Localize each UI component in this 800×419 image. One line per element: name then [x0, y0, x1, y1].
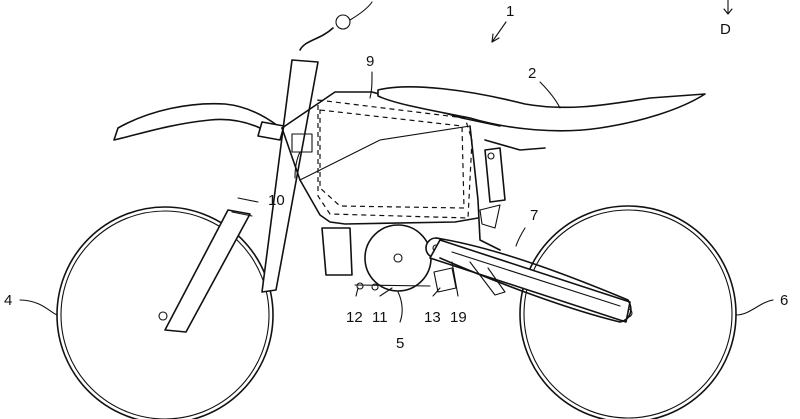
- front-fender: [113, 102, 279, 141]
- leader-9: [369, 71, 373, 99]
- rear-wheel-outer: [519, 205, 737, 419]
- leader-5: [397, 291, 403, 323]
- shock-mount: [487, 152, 495, 160]
- motor-shaft: [393, 253, 403, 263]
- grip-leader: [349, 1, 373, 21]
- ref-11: 11: [372, 309, 388, 326]
- arrow-1-head: [491, 33, 500, 43]
- gear-housing: [433, 267, 457, 293]
- bolt-mid: [371, 283, 379, 291]
- subframe: [484, 139, 546, 151]
- ref-9: 9: [366, 53, 374, 70]
- swingarm-brace: [469, 261, 506, 296]
- fork-clamp: [231, 197, 259, 217]
- ref-D: D: [720, 21, 731, 38]
- upper-fork-tube: [261, 59, 319, 293]
- leader-2: [539, 81, 561, 109]
- lower-fork-leg: [164, 209, 251, 333]
- leader-19: [451, 261, 459, 297]
- frame-down: [281, 127, 479, 225]
- leader-7: [515, 227, 526, 247]
- chain: [435, 237, 632, 323]
- rear-shock: [484, 147, 506, 203]
- leader-12: [355, 287, 359, 297]
- front-axle: [158, 311, 168, 321]
- frame-top: [281, 91, 501, 129]
- leader-11: [379, 287, 393, 297]
- leader-4: [19, 299, 58, 316]
- ref-19: 19: [450, 309, 467, 326]
- ref-7: 7: [530, 207, 538, 224]
- frame-diagonal: [299, 125, 471, 181]
- rear-wheel-inner: [523, 209, 733, 419]
- seat: [377, 86, 706, 132]
- handlebar: [299, 27, 334, 51]
- handlebar-grip: [335, 14, 351, 30]
- motor-base: [354, 284, 431, 287]
- leader-10: [294, 151, 301, 179]
- triple-clamp: [257, 121, 285, 141]
- swingarm-inner: [451, 251, 621, 307]
- leader-13: [432, 287, 441, 297]
- electric-motor: [364, 224, 432, 292]
- motor-housing-side: [321, 227, 353, 276]
- frame-rear: [469, 125, 501, 251]
- ref-13: 13: [424, 309, 441, 326]
- front-wheel-inner: [60, 210, 270, 419]
- ref-5: 5: [396, 335, 404, 352]
- bolt-left: [356, 282, 364, 290]
- controller-box: [291, 133, 313, 153]
- ref-6: 6: [780, 292, 788, 309]
- ref-2: 2: [528, 65, 536, 82]
- battery-inner-outline: [319, 109, 465, 209]
- shock-link: [479, 204, 501, 229]
- ref-10: 10: [268, 192, 285, 209]
- ref-4: 4: [4, 292, 12, 309]
- ref-12: 12: [346, 309, 363, 326]
- leader-6: [735, 299, 774, 316]
- battery-outline: [317, 99, 473, 219]
- arrow-1-shaft: [491, 21, 507, 43]
- direction-arrow-head: [723, 8, 733, 15]
- ref-1: 1: [506, 3, 514, 20]
